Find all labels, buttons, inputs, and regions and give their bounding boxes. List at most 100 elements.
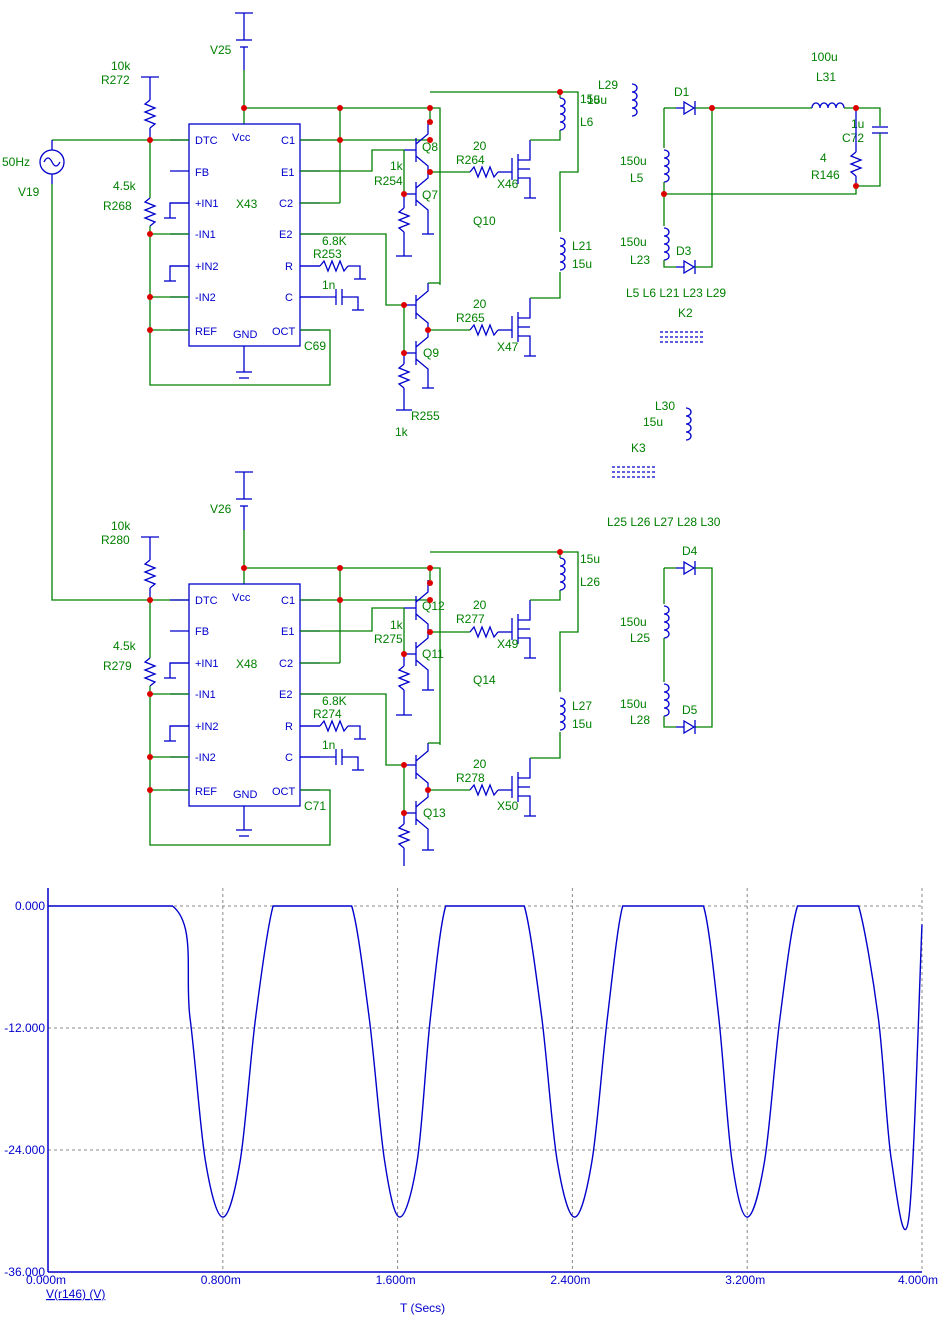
mosfet-x49[interactable] xyxy=(511,600,536,659)
legend-entry-v-r146[interactable]: V(r146) (V) xyxy=(46,1287,105,1301)
inductor-l21[interactable] xyxy=(559,237,566,271)
pin-oct-b: OCT xyxy=(272,786,296,798)
y-tick-label: -12.000 xyxy=(4,1021,45,1035)
pin-ref-b: REF xyxy=(195,786,217,798)
core-k3-icon xyxy=(612,466,656,478)
resistor-r274[interactable] xyxy=(300,719,366,740)
resistor-r277[interactable] xyxy=(469,625,512,639)
supply-v26[interactable] xyxy=(235,471,253,530)
transistor-q12[interactable] xyxy=(404,580,429,632)
capacitor-ct-bottom[interactable] xyxy=(300,749,364,771)
q9-label: Q9 xyxy=(423,346,439,360)
resistor-r280[interactable] xyxy=(141,536,159,600)
resistor-r255[interactable] xyxy=(396,353,412,411)
supply-v25-label: V25 xyxy=(210,43,232,57)
x47-label: X47 xyxy=(497,340,519,354)
x-tick-label: 0.800m xyxy=(201,1273,241,1287)
transistor-q8[interactable] xyxy=(404,120,429,172)
k2-name: K2 xyxy=(678,306,693,320)
x50-label: X50 xyxy=(497,799,519,813)
inductor-l28[interactable] xyxy=(663,683,670,717)
pin-in1-minus-b: -IN1 xyxy=(195,689,216,701)
diode-d5[interactable] xyxy=(676,719,696,735)
q12-label: Q12 xyxy=(422,599,445,613)
transistor-q9-upper[interactable] xyxy=(404,283,429,330)
transistor-q13-upper[interactable] xyxy=(404,743,429,790)
top-channel: V25 DTC FB +IN1 -IN1 +IN2 -IN2 REF C1 E1… xyxy=(52,12,600,439)
pin-in1-plus-b: +IN1 xyxy=(195,658,219,670)
pin-c-b: C xyxy=(285,752,293,764)
pin-e2-b: E2 xyxy=(279,689,292,701)
resistor-r275[interactable] xyxy=(396,654,412,716)
c72-value: 1u xyxy=(851,117,864,131)
capacitor-c72[interactable] xyxy=(872,126,888,134)
r278-name: R278 xyxy=(456,771,485,785)
pin-in2-minus-b: -IN2 xyxy=(195,752,216,764)
mosfet-x46[interactable] xyxy=(511,140,536,199)
r280-value: 10k xyxy=(111,519,131,533)
pin-dtc: DTC xyxy=(195,135,218,147)
pin-r: R xyxy=(285,261,293,273)
l30-name: L30 xyxy=(655,399,675,413)
resistor-r254[interactable] xyxy=(396,194,412,257)
supply-v25[interactable] xyxy=(235,12,253,70)
inductor-l5[interactable] xyxy=(663,149,670,183)
pin-ref: REF xyxy=(195,326,217,338)
x-tick-label: 3.200m xyxy=(725,1273,765,1287)
resistor-base-q13[interactable] xyxy=(397,813,411,866)
inductor-l6[interactable] xyxy=(559,97,566,131)
series-line-v-r146 xyxy=(48,905,923,1231)
resistor-r268[interactable] xyxy=(143,140,157,330)
d5-label: D5 xyxy=(682,703,698,717)
plot-y-ticks: 0.000-12.000-24.000-36.000 xyxy=(4,899,45,1279)
resistor-r278[interactable] xyxy=(469,783,512,797)
r277-name: R277 xyxy=(456,612,485,626)
l26-name: L26 xyxy=(580,575,600,589)
resistor-r272[interactable] xyxy=(141,76,159,140)
inductor-l31[interactable] xyxy=(811,102,845,109)
pin-gnd-b: GND xyxy=(233,789,258,801)
r274-name: R274 xyxy=(313,707,342,721)
r278-value: 20 xyxy=(473,757,487,771)
diode-d1[interactable] xyxy=(676,100,696,116)
l27-name: L27 xyxy=(572,699,592,713)
pin-c2-b: C2 xyxy=(279,658,293,670)
l21-name: L21 xyxy=(572,239,592,253)
source-v19[interactable] xyxy=(39,140,65,184)
ct-value-b: 1n xyxy=(322,738,335,752)
transistor-q13[interactable] xyxy=(404,790,434,851)
inductor-l30[interactable] xyxy=(685,407,692,441)
mosfet-x50[interactable] xyxy=(511,758,536,817)
pin-in1-plus: +IN1 xyxy=(195,198,219,210)
l27-value: 15u xyxy=(572,717,592,731)
r268-value: 4.5k xyxy=(113,179,137,193)
l30-value: 15u xyxy=(643,415,663,429)
r279-value: 4.5k xyxy=(113,639,137,653)
transistor-q7[interactable] xyxy=(404,172,434,235)
plot-axes xyxy=(47,888,922,1273)
capacitor-ct-top[interactable] xyxy=(300,289,364,311)
r272-value: 10k xyxy=(111,59,131,73)
resistor-r279[interactable] xyxy=(143,600,157,790)
resistor-r265[interactable] xyxy=(469,323,512,337)
mosfet-x47[interactable] xyxy=(511,298,536,357)
d4-label: D4 xyxy=(682,544,698,558)
inductor-l25[interactable] xyxy=(663,605,670,639)
diode-d4[interactable] xyxy=(676,560,696,576)
inductor-l26[interactable] xyxy=(559,557,566,591)
inductor-l27[interactable] xyxy=(559,697,566,731)
inductor-l23[interactable] xyxy=(663,227,670,261)
k3-list: L25 L26 L27 L28 L30 xyxy=(607,515,721,529)
x-tick-label: 0.000m xyxy=(26,1273,66,1287)
r265-name: R265 xyxy=(456,311,485,325)
l25-value: 150u xyxy=(620,615,647,629)
resistor-r253[interactable] xyxy=(300,259,366,280)
r272-name: R272 xyxy=(101,73,130,87)
diode-d3[interactable] xyxy=(676,259,696,275)
d3-label: D3 xyxy=(676,244,692,258)
inductor-l29[interactable] xyxy=(631,83,638,117)
resistor-r264[interactable] xyxy=(469,165,512,179)
q8-label: Q8 xyxy=(422,140,438,154)
